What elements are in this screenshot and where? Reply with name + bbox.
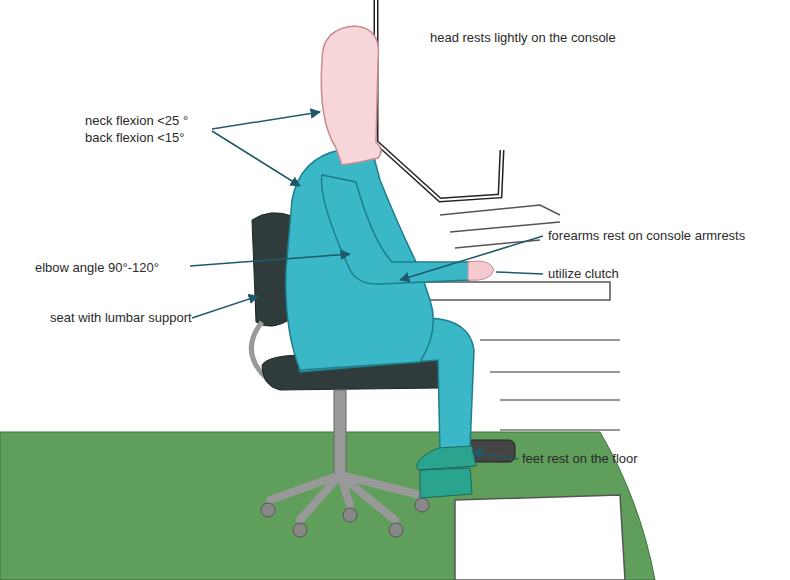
console-foot-base [455,495,625,580]
person-hand [468,261,494,280]
annotation-label: head rests lightly on the console [430,30,616,46]
console-arms [440,205,560,248]
annotation-label: forearms rest on console armrests [548,228,745,244]
annotation-label: feet rest on the floor [522,451,638,467]
annotation-label: utilize clutch [548,266,619,282]
chair-wheels [261,498,429,537]
annotation-label: seat with lumbar support [50,310,192,326]
annotation-label: neck flexion <25 ° [85,113,188,129]
annotation-label: back flexion <15° [85,130,185,146]
console-armrest [420,282,610,300]
console-base [480,340,620,430]
person-head [321,26,381,165]
chair-stem [334,390,346,475]
annotation-label: elbow angle 90°-120° [35,260,159,276]
person-feet [417,446,476,498]
leader-lines [190,112,543,459]
person-arm [322,175,470,284]
floor [0,432,655,580]
